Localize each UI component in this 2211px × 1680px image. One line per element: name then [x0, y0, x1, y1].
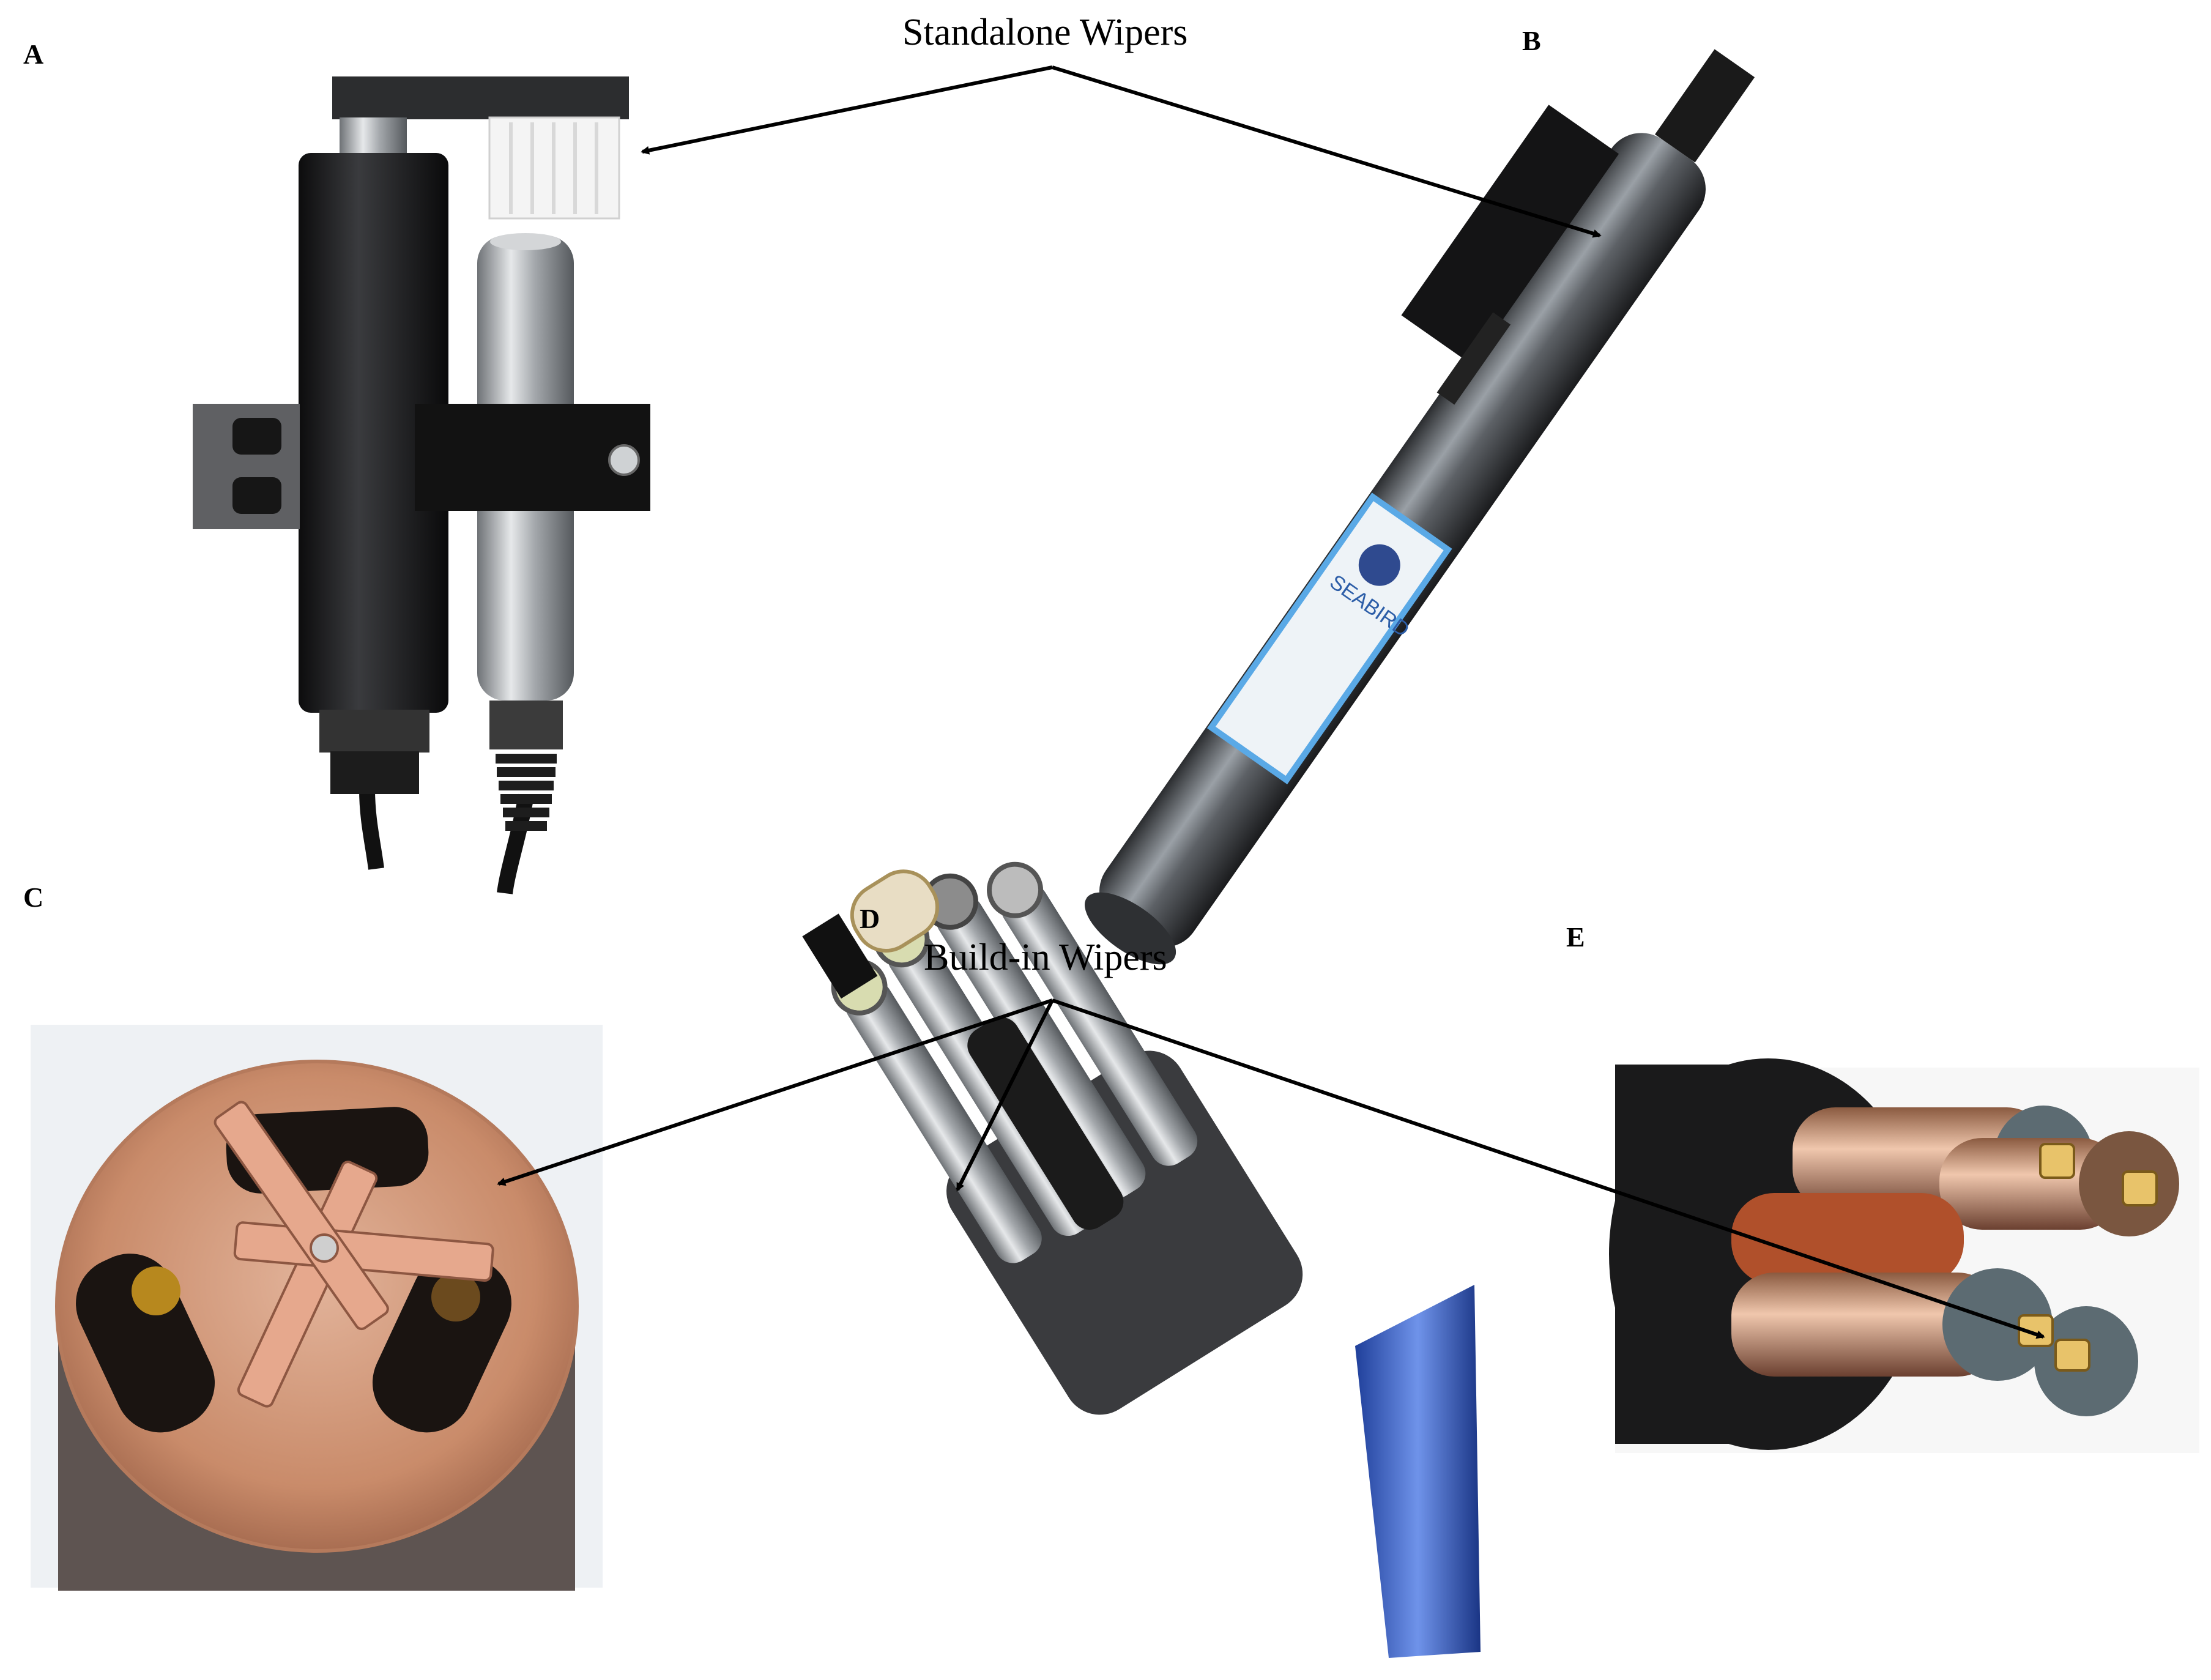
- panel-a-device: [193, 76, 650, 894]
- arrow-builtin-to-e: [1052, 998, 2045, 1339]
- panel-c-device: [31, 1025, 603, 1591]
- wiper-arm: [332, 76, 629, 119]
- builtin-wiper-d: [850, 869, 940, 953]
- sonde-blue-cup: [1355, 1285, 1481, 1658]
- panel-e-device: [1609, 1058, 2199, 1453]
- wiper-brush: [488, 116, 620, 220]
- arrow-standalone-to-b: [1052, 65, 1602, 238]
- arrow-standalone-to-a: [641, 65, 1053, 155]
- panel-label-c: C: [23, 882, 44, 913]
- builtin-wipers-title: Build-in Wipers: [924, 937, 1167, 978]
- callout-arrows: [497, 65, 2045, 1339]
- panel-label-d: D: [860, 903, 880, 934]
- arrow-builtin-to-c: [497, 998, 1053, 1186]
- wiper-housing: [1401, 105, 1619, 365]
- sensor-strain-relief: [489, 701, 563, 831]
- panel-label-a: A: [23, 39, 44, 70]
- panel-label-e: E: [1566, 921, 1585, 953]
- panel-b-device: SEABIRD: [1085, 49, 1755, 965]
- builtin-wiper-c: [214, 1101, 494, 1408]
- panel-label-b: B: [1522, 25, 1541, 56]
- arrow-builtin-to-d: [956, 999, 1054, 1192]
- wiper-body: [299, 153, 448, 713]
- standalone-wipers-title: Standalone Wipers: [902, 12, 1188, 53]
